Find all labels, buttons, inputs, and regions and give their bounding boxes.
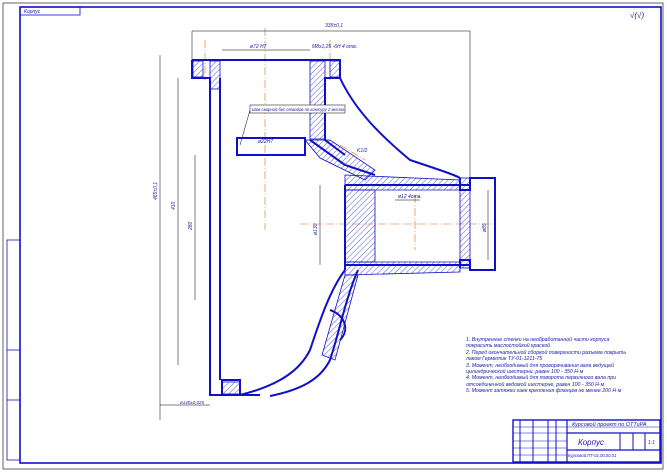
dim-bore-top: ø72 H7 xyxy=(250,44,267,50)
title-project: Курсовой проект по ОТТиРА xyxy=(572,421,647,428)
title-block xyxy=(512,419,661,463)
dimension-lines xyxy=(159,30,489,420)
dim-bottom: ø140±0,025 xyxy=(180,400,204,405)
note-line: 3. Момент, необходимый для проворачивани… xyxy=(466,362,614,369)
top-stamp xyxy=(19,6,81,16)
dim-hole-small: ø12 4отв. xyxy=(398,194,422,200)
note-line: покрасить маслостойкой краской xyxy=(466,343,551,350)
title-part-name: Корпус xyxy=(578,438,604,447)
inner-frame xyxy=(19,6,662,464)
dim-bore-mid: ø22H7 xyxy=(258,139,273,145)
note-line: 2. Перед окончательной сборкой поверхнос… xyxy=(466,349,627,356)
dim-thread-top: M8x1,25 -6H 4 отв. xyxy=(312,44,357,50)
note-line: отсоединенной ведомой шестерне, равен 10… xyxy=(466,381,605,388)
title-sheet: 1:1 xyxy=(648,440,655,446)
technical-notes: 1. Внутренние стенки на необработанной ч… xyxy=(466,337,656,395)
dim-height-b: 280 xyxy=(188,221,194,231)
note-line: 5. Момент затяжки гаек крепления фланцев… xyxy=(466,388,622,395)
roughness-symbol: √(√) xyxy=(630,11,644,20)
dim-height-total: 465±0,1 xyxy=(153,182,159,200)
dim-overall-width: 335±0,1 xyxy=(325,23,343,29)
title-doc-code: Курсовой.ПТ-01.00.00.01 xyxy=(568,453,616,458)
note-line: 4. Момент, необходимый для поворота перв… xyxy=(466,375,617,382)
dim-dia-right: ø85 xyxy=(482,223,488,232)
top-stamp-text: Корпус xyxy=(24,9,41,15)
note-line: лаком Герметик ТУ-01-1211-75 xyxy=(466,356,543,363)
section-hatching xyxy=(192,60,471,395)
dim-thread-mid: K1/2 xyxy=(357,148,368,154)
leader-note: Шов сварной бес отводов по контуру 2 мес… xyxy=(252,107,345,112)
note-line: цилиндрической шестерни, равен 100 - 350… xyxy=(466,369,584,376)
dim-dia-left: ø130 xyxy=(313,223,319,235)
dim-height-a: 410 xyxy=(171,201,177,210)
note-line: 1. Внутренние стенки на необработанной ч… xyxy=(466,337,610,343)
